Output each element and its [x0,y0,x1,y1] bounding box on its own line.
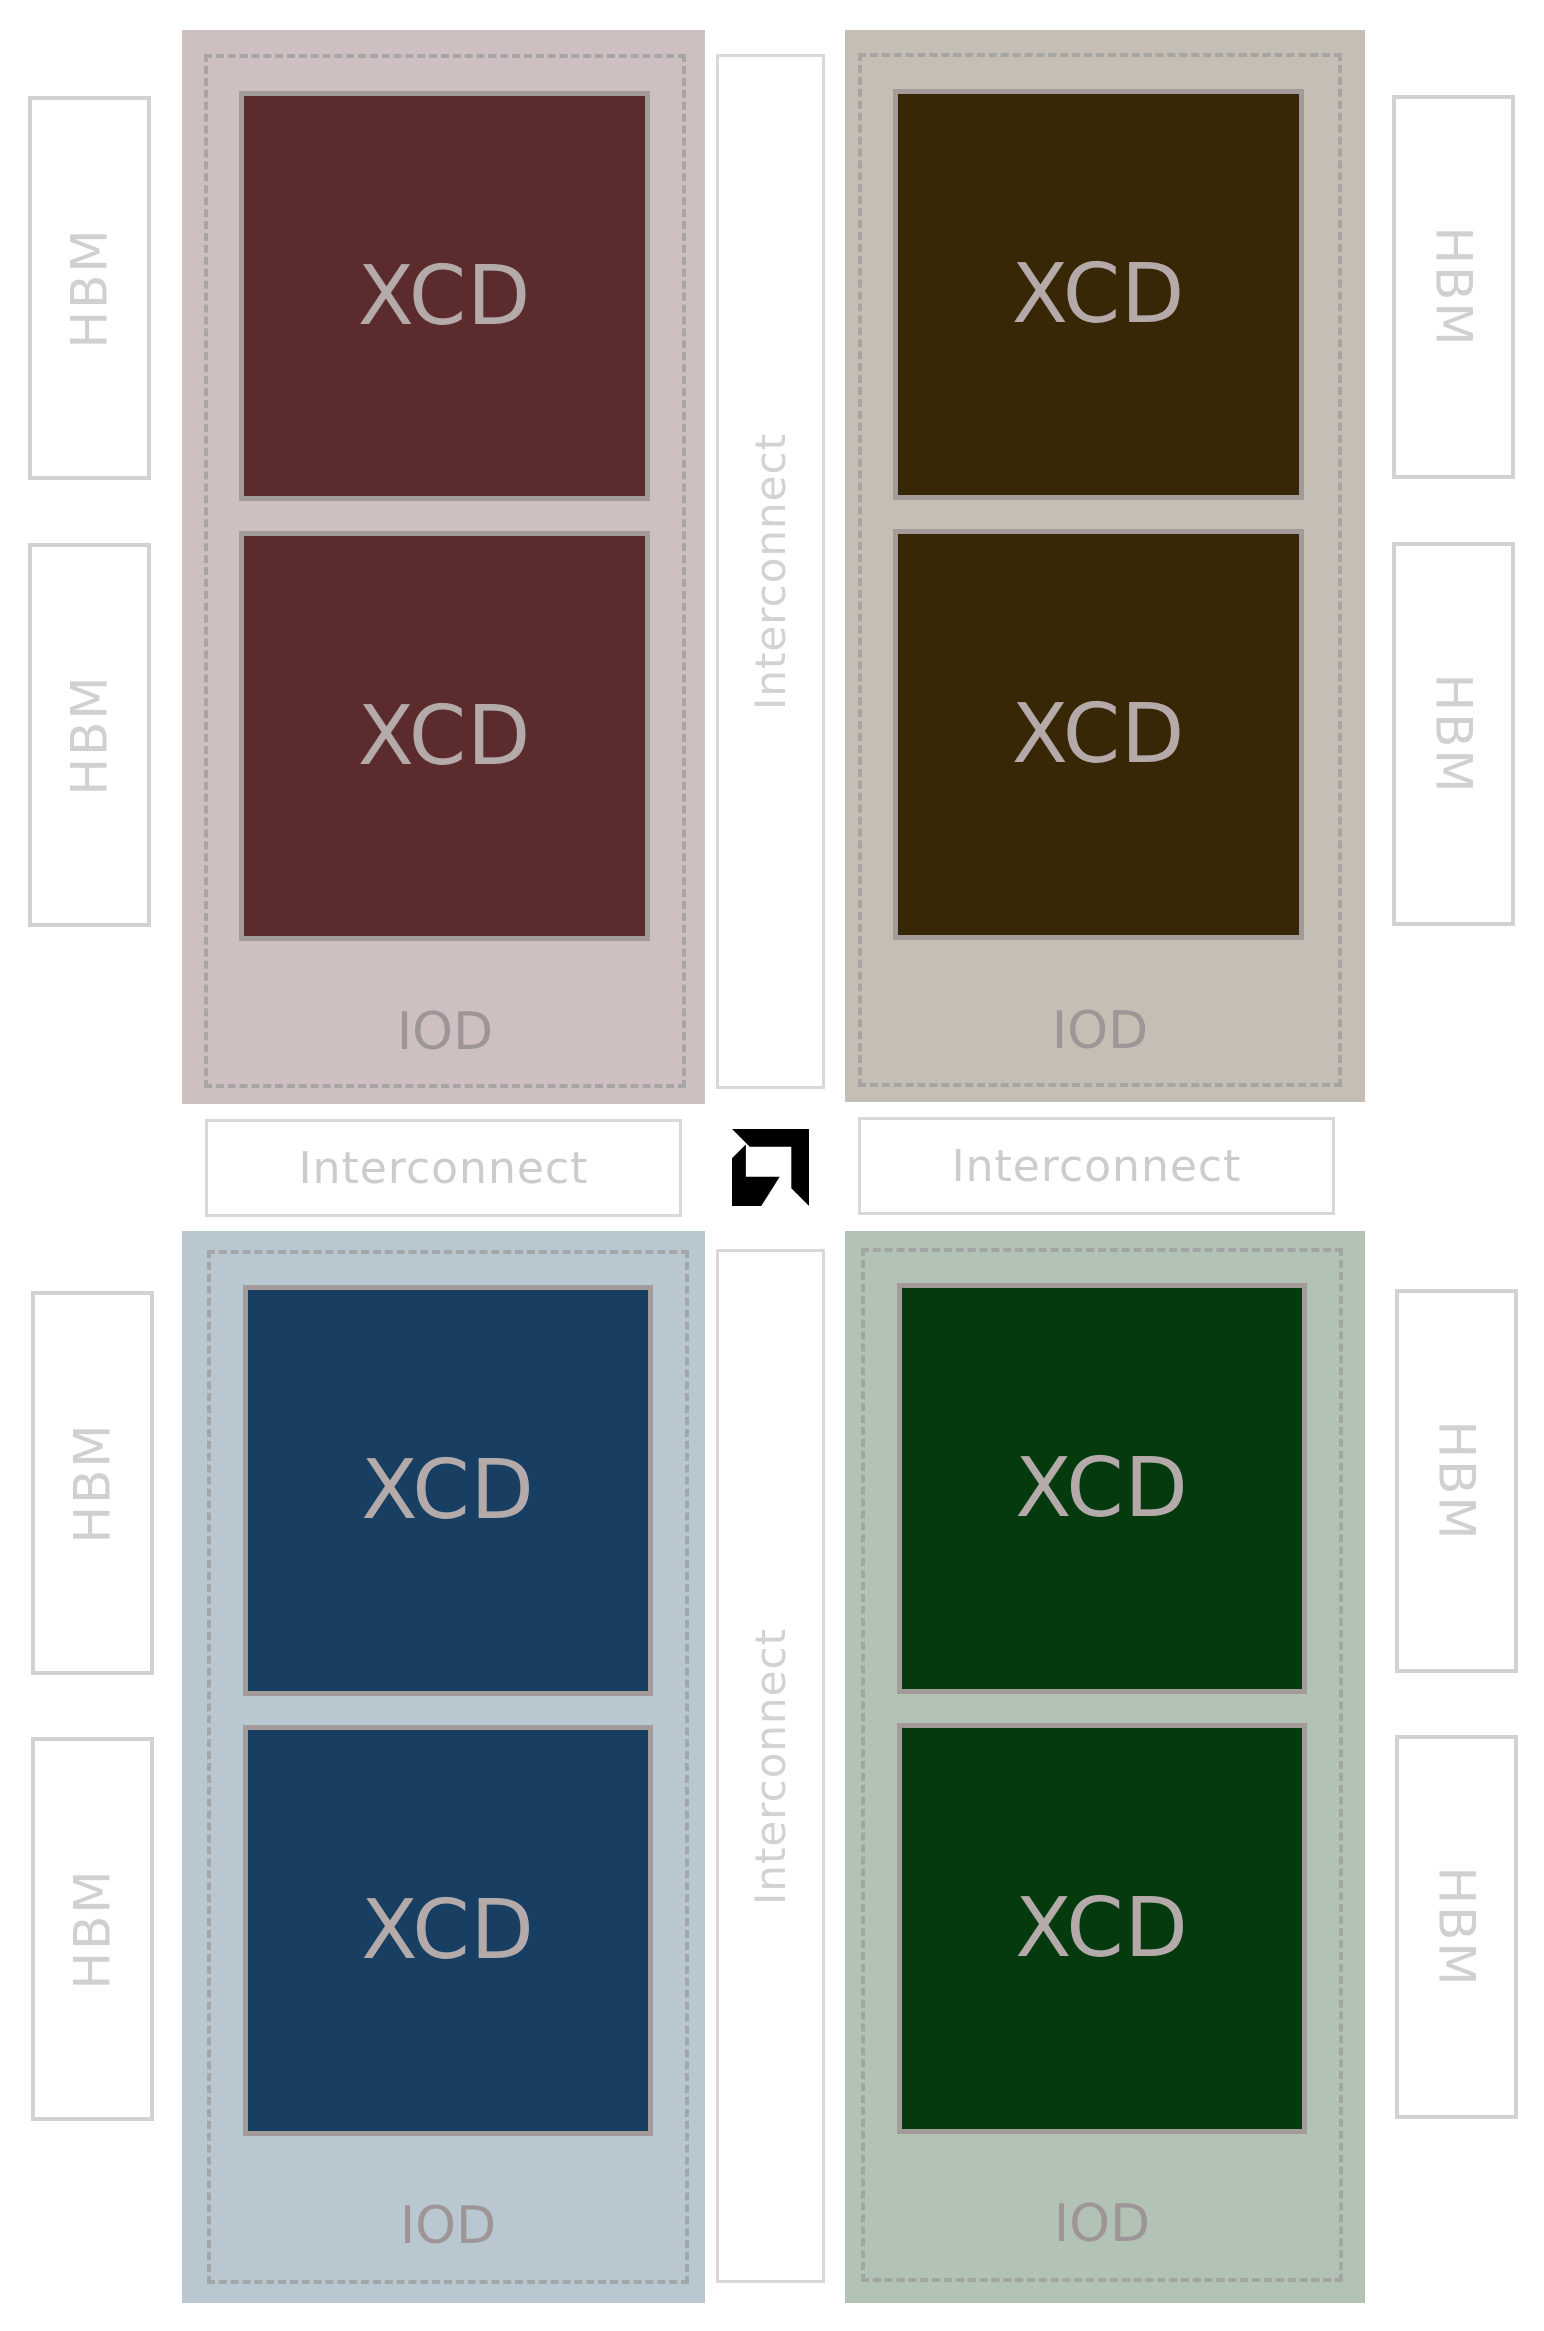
xcd-bottom-left-2: XCD [243,1725,653,2136]
hbm-left-top-1: HBM [28,96,151,480]
xcd-top-left-2: XCD [239,531,650,941]
interconnect-horizontal-left: Interconnect [205,1119,682,1217]
xcd-top-right-1: XCD [893,89,1304,500]
interconnect-vertical-top: Interconnect [716,54,825,1089]
iod-boundary-bottom-left [207,1250,689,2284]
hbm-label: HBM [1427,1866,1486,1988]
hbm-label: HBM [60,674,119,796]
xcd-bottom-right-1: XCD [897,1283,1307,1694]
interconnect-horizontal-right: Interconnect [858,1117,1335,1215]
xcd-bottom-right-2: XCD [897,1723,1307,2134]
xcd-bottom-left-1: XCD [243,1285,653,1696]
hbm-right-bottom-2: HBM [1395,1735,1518,2119]
xcd-top-right-2: XCD [893,529,1304,940]
xcd-top-left-1: XCD [239,91,650,501]
hbm-label: HBM [1427,1420,1486,1542]
iod-label-top-right: IOD [1051,1001,1149,1061]
hbm-left-top-2: HBM [28,543,151,927]
hbm-label: HBM [1424,226,1483,348]
hbm-label: HBM [63,1422,122,1544]
interconnect-label: Interconnect [746,1627,795,1905]
interconnect-label: Interconnect [746,432,795,711]
hbm-left-bottom-1: HBM [31,1291,154,1675]
iod-label-bottom-left: IOD [399,2196,497,2256]
amd-logo-icon [732,1129,809,1206]
hbm-label: HBM [63,1868,122,1990]
hbm-right-bottom-1: HBM [1395,1289,1518,1673]
iod-boundary-top-right [858,53,1342,1087]
iod-label-bottom-right: IOD [1053,2194,1151,2254]
hbm-label: HBM [60,227,119,349]
interconnect-vertical-bottom: Interconnect [716,1249,825,2283]
iod-boundary-bottom-right [861,1248,1343,2282]
hbm-right-top-1: HBM [1392,95,1515,479]
hbm-right-top-2: HBM [1392,542,1515,926]
iod-label-top-left: IOD [396,1002,494,1062]
hbm-left-bottom-2: HBM [31,1737,154,2121]
hbm-label: HBM [1424,673,1483,795]
iod-boundary-top-left [204,54,686,1088]
